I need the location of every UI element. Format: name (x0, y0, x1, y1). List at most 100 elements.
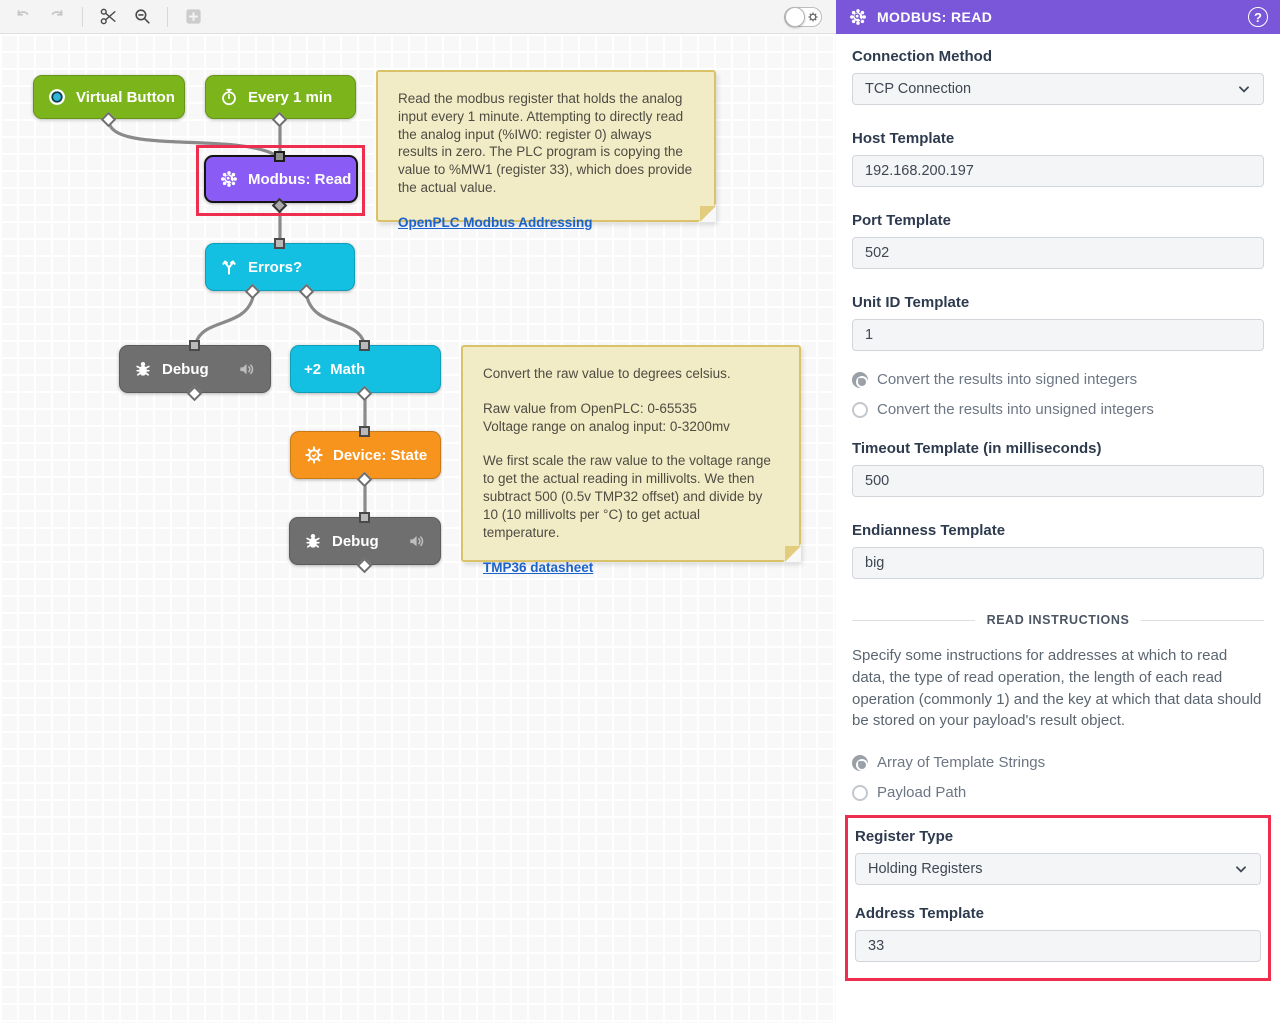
add-node-icon[interactable] (180, 4, 206, 30)
note-fold (785, 546, 801, 562)
radio-array-of-template-strings[interactable]: Array of Template Strings (852, 754, 1264, 771)
branch-icon (222, 260, 236, 275)
toolbar-divider (82, 6, 83, 27)
gear-icon (808, 12, 818, 22)
radio-icon[interactable] (852, 754, 868, 771)
radio-payload-path[interactable]: Payload Path (852, 784, 1264, 801)
debug-toggle[interactable] (784, 7, 822, 27)
chevron-down-icon (1239, 86, 1249, 93)
input-port[interactable] (274, 151, 285, 162)
read-instructions-options: Array of Template Strings Payload Path (852, 754, 1264, 801)
connection-method-label: Connection Method (852, 48, 992, 65)
node-debug[interactable]: Debug (119, 345, 271, 393)
note-text: Read the modbus register that holds the … (398, 91, 693, 196)
connection-method-value: TCP Connection (865, 81, 972, 97)
node-debug[interactable]: Debug (289, 517, 441, 565)
timer-icon (222, 88, 236, 106)
radio-icon[interactable] (852, 784, 868, 801)
wires-layer (107, 120, 367, 517)
radio-label: Convert the results into signed integers (877, 371, 1138, 388)
speaker-icon (240, 364, 254, 375)
node-properties-panel: MODBUS: READ ? Connection Method TCP Con… (836, 0, 1280, 1023)
section-title: READ INSTRUCTIONS (986, 613, 1130, 627)
unit-id-template-label: Unit ID Template (852, 294, 970, 311)
endianness-template-input[interactable] (852, 547, 1264, 579)
note-text: We first scale the raw value to the volt… (483, 453, 771, 540)
register-type-label: Register Type (855, 828, 954, 845)
node-conditional-errors[interactable]: Errors? (205, 243, 355, 291)
input-port[interactable] (359, 340, 370, 351)
register-type-select[interactable]: Holding Registers (855, 853, 1261, 885)
radio-label: Array of Template Strings (877, 754, 1046, 771)
node-label: Device: State (333, 446, 428, 464)
math-icon: +2 (304, 360, 322, 378)
redo-icon[interactable] (44, 4, 70, 30)
unit-id-template-input[interactable] (852, 319, 1264, 351)
radio-unsigned-integers[interactable]: Convert the results into unsigned intege… (852, 401, 1264, 418)
panel-body: Connection Method TCP Connection Host Te… (836, 34, 1280, 981)
note-link-tmp36-datasheet[interactable]: TMP36 datasheet (483, 559, 594, 575)
port-template-label: Port Template (852, 212, 951, 229)
input-port[interactable] (189, 340, 200, 351)
register-type-value: Holding Registers (868, 861, 983, 877)
node-label: Errors? (248, 258, 303, 276)
undo-icon[interactable] (10, 4, 36, 30)
modbus-read-icon (850, 9, 866, 25)
radio-icon[interactable] (852, 371, 868, 388)
node-timer[interactable]: Every 1 min (205, 75, 356, 119)
workflow-stage[interactable]: Virtual Button Every 1 min Mo (0, 34, 836, 1023)
radio-label: Payload Path (877, 784, 967, 801)
read-instructions-description: Specify some instructions for addresses … (852, 647, 1262, 730)
toggle-knob[interactable] (785, 7, 805, 27)
highlight-box-register-fields: Register Type Holding Registers Address … (845, 815, 1271, 981)
connection-method-select[interactable]: TCP Connection (852, 73, 1264, 105)
host-template-input[interactable] (852, 155, 1264, 187)
node-modbus-read[interactable]: Modbus: Read (204, 155, 358, 203)
node-label: Modbus: Read (248, 170, 352, 188)
input-port[interactable] (274, 238, 285, 249)
device-state-icon (305, 446, 323, 464)
note-link-openplc-modbus-addressing[interactable]: OpenPLC Modbus Addressing (398, 214, 593, 230)
input-port[interactable] (359, 512, 370, 523)
sticky-note-convert[interactable]: Convert the raw value to degrees celsius… (461, 345, 801, 575)
timeout-template-input[interactable] (852, 465, 1264, 497)
toolbar-divider (167, 6, 168, 27)
wire (107, 120, 279, 158)
speaker-icon (410, 536, 424, 547)
host-template-label: Host Template (852, 130, 955, 147)
radio-signed-integers[interactable]: Convert the results into signed integers (852, 371, 1264, 388)
cut-icon[interactable] (95, 4, 121, 30)
timeout-template-label: Timeout Template (in milliseconds) (852, 440, 1102, 457)
panel-title: MODBUS: READ (877, 9, 993, 25)
panel-header: MODBUS: READ ? (836, 0, 1280, 34)
canvas-toolbar (0, 0, 836, 34)
bug-icon (136, 362, 150, 376)
wire (194, 295, 255, 345)
bug-icon (306, 534, 320, 548)
radio-label: Convert the results into unsigned intege… (877, 401, 1154, 418)
node-label: Virtual Button (76, 88, 175, 106)
radio-icon[interactable] (852, 401, 868, 418)
chevron-down-icon (1236, 866, 1246, 873)
workflow-canvas[interactable]: Virtual Button Every 1 min Mo (0, 0, 836, 1023)
note-text: Convert the raw value to degrees celsius… (483, 366, 731, 381)
node-label: Math (330, 360, 366, 378)
endianness-template-label: Endianness Template (852, 522, 1006, 539)
virtual-button-icon (49, 89, 65, 105)
port-template-input[interactable] (852, 237, 1264, 269)
node-label: Debug (332, 532, 379, 550)
wire (305, 295, 366, 345)
node-label: Debug (162, 360, 209, 378)
address-template-label: Address Template (855, 905, 984, 922)
integer-conversion-options: Convert the results into signed integers… (852, 371, 1264, 418)
node-label: Every 1 min (248, 88, 333, 106)
note-text: Raw value from OpenPLC: 0-65535 (483, 400, 697, 416)
help-icon[interactable]: ? (1248, 7, 1268, 27)
sticky-note-modbus[interactable]: Read the modbus register that holds the … (376, 70, 716, 230)
address-template-input[interactable] (855, 930, 1261, 962)
zoom-icon[interactable] (129, 4, 155, 30)
input-port[interactable] (359, 426, 370, 437)
note-fold (700, 206, 716, 222)
note-text: Voltage range on analog input: 0-3200mv (483, 418, 730, 434)
